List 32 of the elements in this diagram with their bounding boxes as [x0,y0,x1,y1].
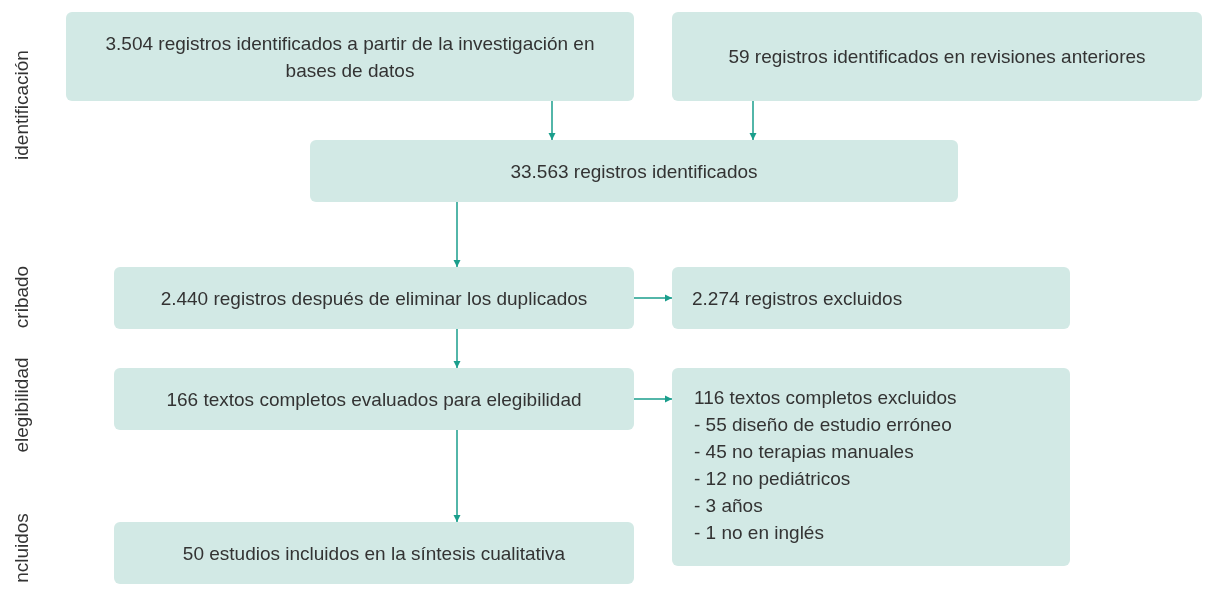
stage-label: identificación [11,50,33,160]
process-box [672,267,1070,329]
box-heading: 116 textos completos excluidos [694,386,958,410]
box-text: 3.504 registros identificados a partir de la investigación en bases de datos [104,31,596,83]
box-text: 166 textos completos evaluados para elegibilidad [166,387,582,412]
box-text: 2.440 registros después de eliminar los duplicados [160,286,588,311]
process-box [672,12,1202,101]
box-text: 59 registros identificados en revisiones anteriores [728,45,1146,69]
box-text: 33.563 registros identificados [510,159,758,184]
arrow [453,201,461,268]
box-text: 2.274 registros excluidos [692,286,904,311]
arrow [633,395,673,403]
process-box [114,522,634,584]
arrow [548,100,556,141]
list-item: - 55 diseño de estudio erróneo [694,413,953,437]
process-box [114,368,634,430]
process-box [114,267,634,329]
list-item: - 3 años [694,494,764,518]
list-item: - 1 no en inglés [694,521,825,545]
list-item: - 12 no pediátricos [694,467,852,491]
stage-label: elegibilidad [11,357,33,453]
arrow [453,328,461,369]
arrow [749,100,757,141]
list-item: - 45 no terapias manuales [694,440,915,464]
box-text: 50 estudios incluidos en la síntesis cualitativa [182,541,566,566]
process-box [310,140,958,202]
arrow [633,294,673,302]
process-box [66,12,634,101]
process-box [672,368,1070,566]
stage-label: ncluidos [11,513,33,583]
stage-label: cribado [11,265,33,329]
arrow [453,429,461,523]
